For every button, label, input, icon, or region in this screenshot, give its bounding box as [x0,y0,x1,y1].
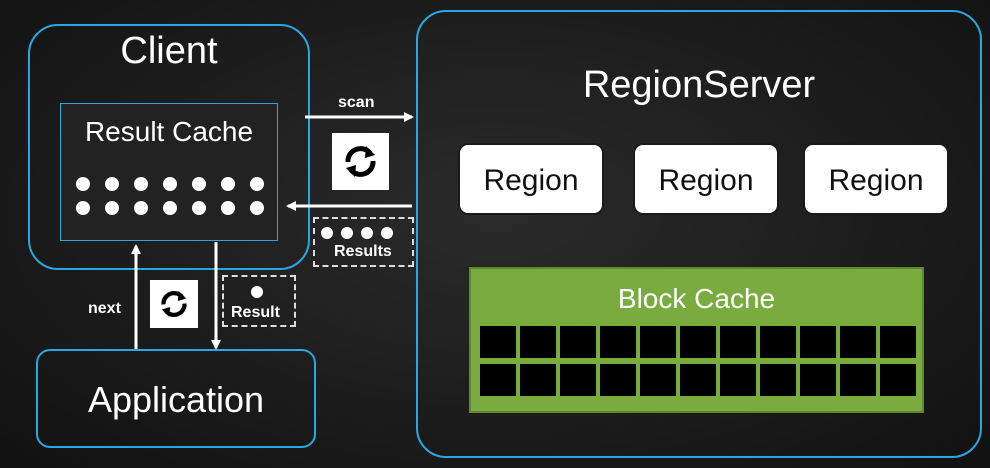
results-box: Results [313,217,414,267]
cache-block [800,326,836,358]
result-cache-title: Result Cache [84,116,254,147]
cache-block [720,364,756,396]
cache-block [760,326,796,358]
cache-block [520,364,556,396]
client-box: Client [28,24,310,270]
result-dot [251,286,263,298]
cache-block [520,326,556,358]
result-cache-box: Result Cache [60,103,278,241]
cache-block [600,326,636,358]
result-dot [361,227,373,239]
cache-block [840,364,876,396]
results-label: Results [334,243,392,260]
cache-block [640,326,676,358]
cache-block [880,364,916,396]
cache-block [840,326,876,358]
sync-icon [332,133,389,190]
regionserver-box: RegionServer [416,10,982,458]
cache-dot [134,177,148,191]
cache-dot [250,177,264,191]
block-cache-box: Block Cache [469,267,924,413]
cache-block [720,326,756,358]
cache-block [880,326,916,358]
cache-dot [163,201,177,215]
result-box: Result [222,275,296,327]
result-dot [341,227,353,239]
cache-dot [134,201,148,215]
application-box: Application [36,349,316,448]
cache-dot [221,177,235,191]
cache-block [640,364,676,396]
region-box: Region [458,143,604,215]
cache-block [760,364,796,396]
client-title: Client [120,30,218,72]
cache-block [680,364,716,396]
cache-dot [76,177,90,191]
cache-dot [105,201,119,215]
cache-dot [76,201,90,215]
cache-dot [250,201,264,215]
sync-icon [150,280,198,328]
block-cache-label: Block Cache [617,283,776,314]
cache-block [800,364,836,396]
cache-block [480,364,516,396]
result-label: Result [231,304,280,321]
cache-dot [105,177,119,191]
next-label: next [88,300,121,317]
cache-dot [163,177,177,191]
regionserver-title: RegionServer [582,64,816,106]
result-dot [321,227,333,239]
cache-dot [221,201,235,215]
cache-dot [192,177,206,191]
region-box: Region [803,143,949,215]
scan-label: scan [338,94,375,111]
cache-block [600,364,636,396]
cache-block [680,326,716,358]
cache-dot [192,201,206,215]
cache-block [480,326,516,358]
region-box: Region [633,143,779,215]
result-dot [381,227,393,239]
cache-block [560,364,596,396]
application-label: Application [87,379,265,420]
cache-block [560,326,596,358]
